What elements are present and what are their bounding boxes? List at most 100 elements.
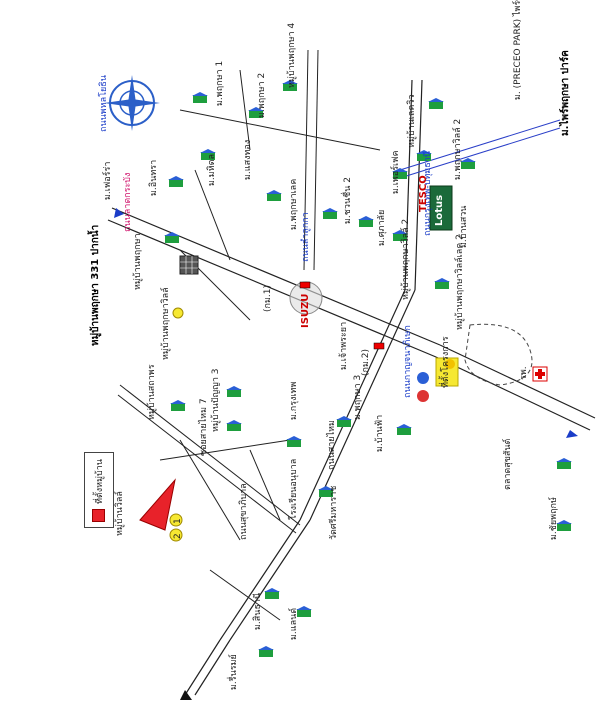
project-boundary [464,323,533,386]
lotus-label: Lotus [434,194,445,226]
traffic-light-icon [373,342,385,350]
map-label: ม.พฤกษา 1 [215,60,225,106]
bank-logo-icon [445,359,455,369]
house-icon [556,520,572,531]
map-label: วัดศรีมหาราช [329,485,339,540]
house-icon [296,606,312,617]
house-icon [164,232,180,243]
map-label: ถนนลาดกระบัง [123,172,133,232]
arrow-icon [114,208,124,218]
map-label: หมู่บ้านพฤกษา 331 ปากน้ำ [90,224,101,346]
map-label: ถนนกาญจนาภิเษก [403,325,413,398]
house-icon [264,588,280,599]
number-circle-icon [169,513,183,527]
map-label: ม.แลนด์ [289,607,299,640]
main-road [107,207,596,431]
number-label: 1 [173,518,183,524]
house-icon [322,208,338,219]
map-label: ม.พฤกษา 2 [257,72,267,118]
map-label: ถนนสายไหม [327,420,337,470]
lotus-logo-icon [429,185,453,231]
house-icon [336,416,352,427]
isuzu-label: ISUZU [300,293,311,328]
map-label: หมู่บ้านพฤกษาวิลล์เลค 2 [455,234,465,330]
house-icon [416,150,432,161]
house-icon [286,436,302,447]
lower-roads [117,384,301,621]
house-icon [392,168,408,179]
house-icon [428,98,444,109]
map-label: ที่ตั้งโครงการ [441,336,451,388]
legend-swatch [92,509,105,522]
map-label: (กม.2) [361,349,371,376]
map-label: ม.กรุงเทพ [289,381,299,420]
map-label: หมู่บ้านพฤกษา [133,233,143,290]
house-icon [318,486,334,497]
map-label: หมู่บ้านเลควิว [407,94,417,148]
number-label: 2 [173,533,183,539]
building-icon [179,255,199,275]
house-icon [460,158,476,169]
arrow-icon [566,430,578,438]
shell-logo-icon [417,372,429,384]
compass-icon [104,75,160,131]
arrow-icon [180,690,192,700]
house-icon [226,386,242,397]
house-icon [170,400,186,411]
house-icon [192,92,208,103]
map-label: รพ. [519,366,529,380]
house-icon [200,149,216,160]
house-icon [282,80,298,91]
map-label: ตลาดสุขสันต์ [503,438,513,490]
location-marker-icon [139,478,176,531]
map-label: (กม.1) [263,285,273,312]
map-label: ถนนลำลูกกา [301,212,311,262]
map-label: หมู่บ้านวิลล์ [115,491,125,536]
map-label: หมู่บ้านสถาพร [147,364,157,420]
house-icon [248,107,264,118]
blue-road [399,119,561,179]
house-icon [392,230,408,241]
north-road [184,79,423,696]
map-label: ถนนสุขาภิบาล [239,483,249,540]
map-label: ม.บ้านฟ้า [375,414,385,452]
map-label: ม.เฟอร์ร่า [103,161,113,200]
house-icon [168,176,184,187]
house-icon [226,420,242,431]
map-label: ม.แสงทอง [243,139,253,180]
map-label: ม.พฤกษา 3 [353,374,363,420]
house-icon [266,190,282,201]
hospital-icon [532,366,548,382]
map-label: ม.เจ้าพระยา [339,321,349,370]
top-roads [179,49,381,321]
traffic-light-icon [299,281,311,289]
map-label: ม.พฤกษาวิลล์ 2 [453,118,463,180]
map-label: ม.สินธานี [253,592,263,630]
number-circle-icon [169,528,183,542]
tesco-label: TESCO [418,175,429,212]
map-label: ม.อินทรา [149,159,159,196]
legend-label: ที่ตั้งหมู่บ้าน [95,459,105,504]
map-label: โรงเรียนอนุบาล [289,458,299,520]
number-circle-icon [172,307,184,319]
map-label: ม.ไพร์พฤกษา ปาร์ค [560,50,571,136]
house-icon [434,278,450,289]
map-label: หมู่บ้านพฤกษาวิลล์ [161,287,171,360]
map-label: หมู่บ้านพฤกษาวิลล์ 2 [401,218,411,300]
house-icon [396,424,412,435]
ptt-logo-icon [417,390,429,402]
house-icon [358,216,374,227]
map-label: ม.รื่นรมย์ [229,654,239,690]
map-label: ม. (PRECEO PARK) ไพร์ซีโอ [513,0,523,100]
house-icon [556,458,572,469]
map-label: ม.ศุภาลัย [377,209,387,246]
map-label: ซอยสายไหม 7 [199,398,209,456]
map-label: หมู่บ้านปัญญา 3 [211,368,221,432]
map-label: ม.ชัยพฤกษ์ [549,497,559,540]
map-label: หมู่บ้านพฤกษา 4 [287,22,297,88]
map-label: ม.ชวนชื่น 2 [343,177,353,224]
house-icon [258,646,274,657]
map-label: ม.มหิดล [207,153,217,186]
map-label: ถนนพหลโยธิน [99,75,109,132]
